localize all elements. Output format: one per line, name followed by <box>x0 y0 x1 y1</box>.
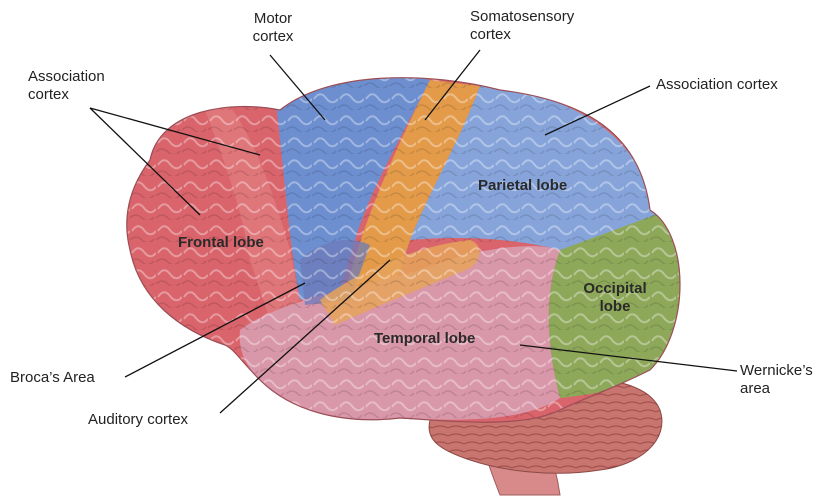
label-somatosensory-cortex: Somatosensory cortex <box>470 8 600 44</box>
label-association-cortex-right: Association cortex <box>656 76 778 94</box>
label-association-cortex-left: Association cortex <box>28 68 138 104</box>
lobe-label-occipital: Occipital lobe <box>572 280 658 316</box>
lobe-label-temporal: Temporal lobe <box>374 330 475 348</box>
label-motor-cortex: Motor cortex <box>238 10 308 46</box>
label-wernickes-area: Wernicke’s area <box>740 362 830 398</box>
label-brocas-area: Broca’s Area <box>10 369 95 387</box>
lobe-label-frontal: Frontal lobe <box>178 234 264 252</box>
label-auditory-cortex: Auditory cortex <box>88 411 188 429</box>
lobe-label-parietal: Parietal lobe <box>478 177 567 195</box>
